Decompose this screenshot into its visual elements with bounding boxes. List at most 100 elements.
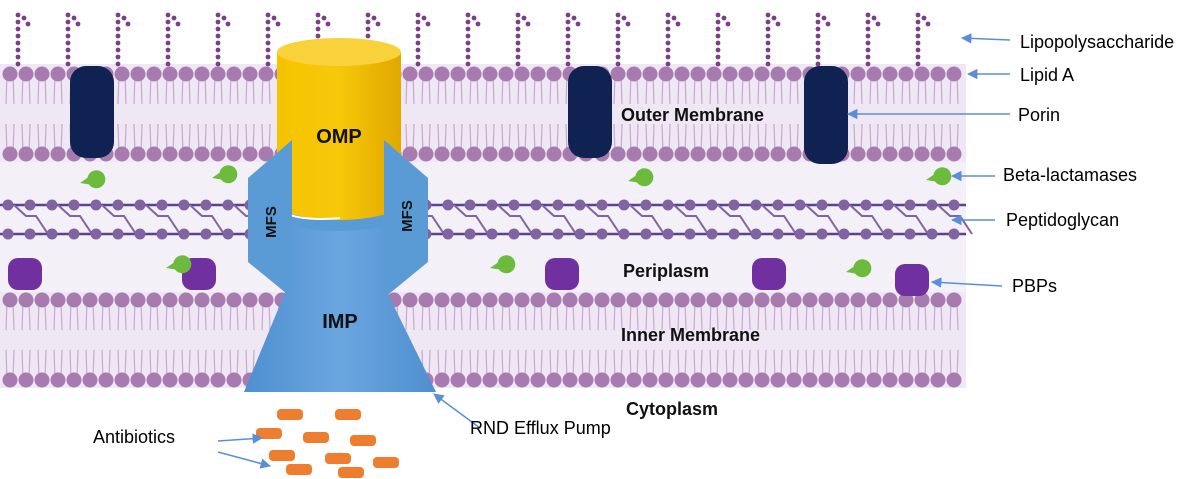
lipid-head xyxy=(418,66,434,82)
lps-sugar xyxy=(165,33,171,39)
lipid-head xyxy=(770,292,786,308)
lps-sugar xyxy=(415,12,421,18)
peptidoglycan-node xyxy=(794,199,806,211)
peptidoglycan-node xyxy=(618,199,630,211)
peptidoglycan-node xyxy=(816,199,828,211)
lipid-head xyxy=(210,292,226,308)
lipid-head xyxy=(546,372,562,388)
lps-sugar xyxy=(765,54,771,60)
lps-sugar xyxy=(65,54,71,60)
label-rnd-efflux-pump: RND Efflux Pump xyxy=(470,418,611,438)
lipid-head xyxy=(658,372,674,388)
peptidoglycan-node xyxy=(794,228,806,240)
lipid-head xyxy=(786,66,802,82)
peptide-crosslink xyxy=(761,204,797,235)
peptidoglycan-node xyxy=(904,199,916,211)
lipid-head xyxy=(162,66,178,82)
lps-sugar xyxy=(825,21,831,27)
lps-chain xyxy=(415,12,431,67)
lps-sugar xyxy=(865,61,871,67)
label-mfs-right: MFS xyxy=(399,200,416,232)
lipid-head xyxy=(818,372,834,388)
lps-sugar xyxy=(865,54,871,60)
lps-sugar xyxy=(315,12,321,18)
lipid-head xyxy=(194,292,210,308)
lps-sugar xyxy=(715,26,721,32)
lipid-head xyxy=(866,372,882,388)
lps-sugar xyxy=(715,19,721,25)
lps-sugar xyxy=(115,54,121,60)
lps-sugar xyxy=(71,15,77,21)
lipid-head xyxy=(626,146,642,162)
peptidoglycan-node xyxy=(90,228,102,240)
lps-chain xyxy=(465,12,481,67)
lipid-head xyxy=(834,292,850,308)
lipid-head xyxy=(722,66,738,82)
lps-sugar xyxy=(665,47,671,53)
lps-sugar xyxy=(915,47,921,53)
lps-sugar xyxy=(671,15,677,21)
lipid-head xyxy=(866,66,882,82)
lipid-head xyxy=(466,372,482,388)
lps-sugar xyxy=(115,12,121,18)
peptidoglycan-node xyxy=(464,199,476,211)
lps-sugar xyxy=(615,54,621,60)
lipid-head xyxy=(690,372,706,388)
lps-sugar xyxy=(725,21,731,27)
lipid-head xyxy=(866,292,882,308)
lps-sugar xyxy=(571,15,577,21)
peptidoglycan-node xyxy=(662,199,674,211)
peptidoglycan-node xyxy=(112,228,124,240)
peptide-crosslink xyxy=(145,204,181,235)
peptide-crosslink xyxy=(805,204,841,235)
lipid-head xyxy=(802,372,818,388)
lps-sugar xyxy=(865,33,871,39)
lipid-head xyxy=(178,372,194,388)
lipid-head xyxy=(226,146,242,162)
lipid-head xyxy=(114,146,130,162)
lps-sugar xyxy=(215,61,221,67)
lipid-head xyxy=(722,372,738,388)
peptidoglycan-node xyxy=(68,199,80,211)
peptidoglycan-node xyxy=(24,199,36,211)
peptidoglycan-node xyxy=(596,199,608,211)
lps-sugar xyxy=(15,40,21,46)
lipid-head xyxy=(130,292,146,308)
pbp xyxy=(752,258,786,290)
peptidoglycan-node xyxy=(46,199,58,211)
lipid-head xyxy=(690,292,706,308)
lps-chain xyxy=(265,12,281,67)
peptide-crosslink xyxy=(629,204,665,235)
antibiotic-molecule xyxy=(335,409,361,420)
lipid-head xyxy=(530,146,546,162)
lps-sugar xyxy=(765,33,771,39)
peptidoglycan-node xyxy=(156,199,168,211)
lipid-head xyxy=(50,66,66,82)
antibiotic-molecule xyxy=(269,450,295,461)
lipid-head xyxy=(658,292,674,308)
lps-sugar xyxy=(265,40,271,46)
inner-membrane-band xyxy=(0,292,966,388)
lps-sugar xyxy=(465,54,471,60)
lipid-head xyxy=(258,66,274,82)
lps-sugar xyxy=(65,47,71,53)
lps-sugar xyxy=(115,47,121,53)
lipid-head xyxy=(258,146,274,162)
beta-lactamase xyxy=(80,170,106,189)
lipid-head xyxy=(146,292,162,308)
lps-sugar xyxy=(721,15,727,21)
lipid-head xyxy=(210,66,226,82)
lipid-head xyxy=(2,292,18,308)
lps-chain xyxy=(215,12,231,67)
lipid-head xyxy=(34,146,50,162)
lipid-head xyxy=(754,292,770,308)
lps-sugar xyxy=(365,12,371,18)
lps-sugar xyxy=(415,47,421,53)
lipid-head xyxy=(706,146,722,162)
lipid-head xyxy=(562,372,578,388)
lps-sugar xyxy=(75,21,81,27)
lipid-head xyxy=(514,292,530,308)
lipid-head xyxy=(914,292,930,308)
lps-sugar xyxy=(65,26,71,32)
peptide-crosslink xyxy=(453,204,489,235)
